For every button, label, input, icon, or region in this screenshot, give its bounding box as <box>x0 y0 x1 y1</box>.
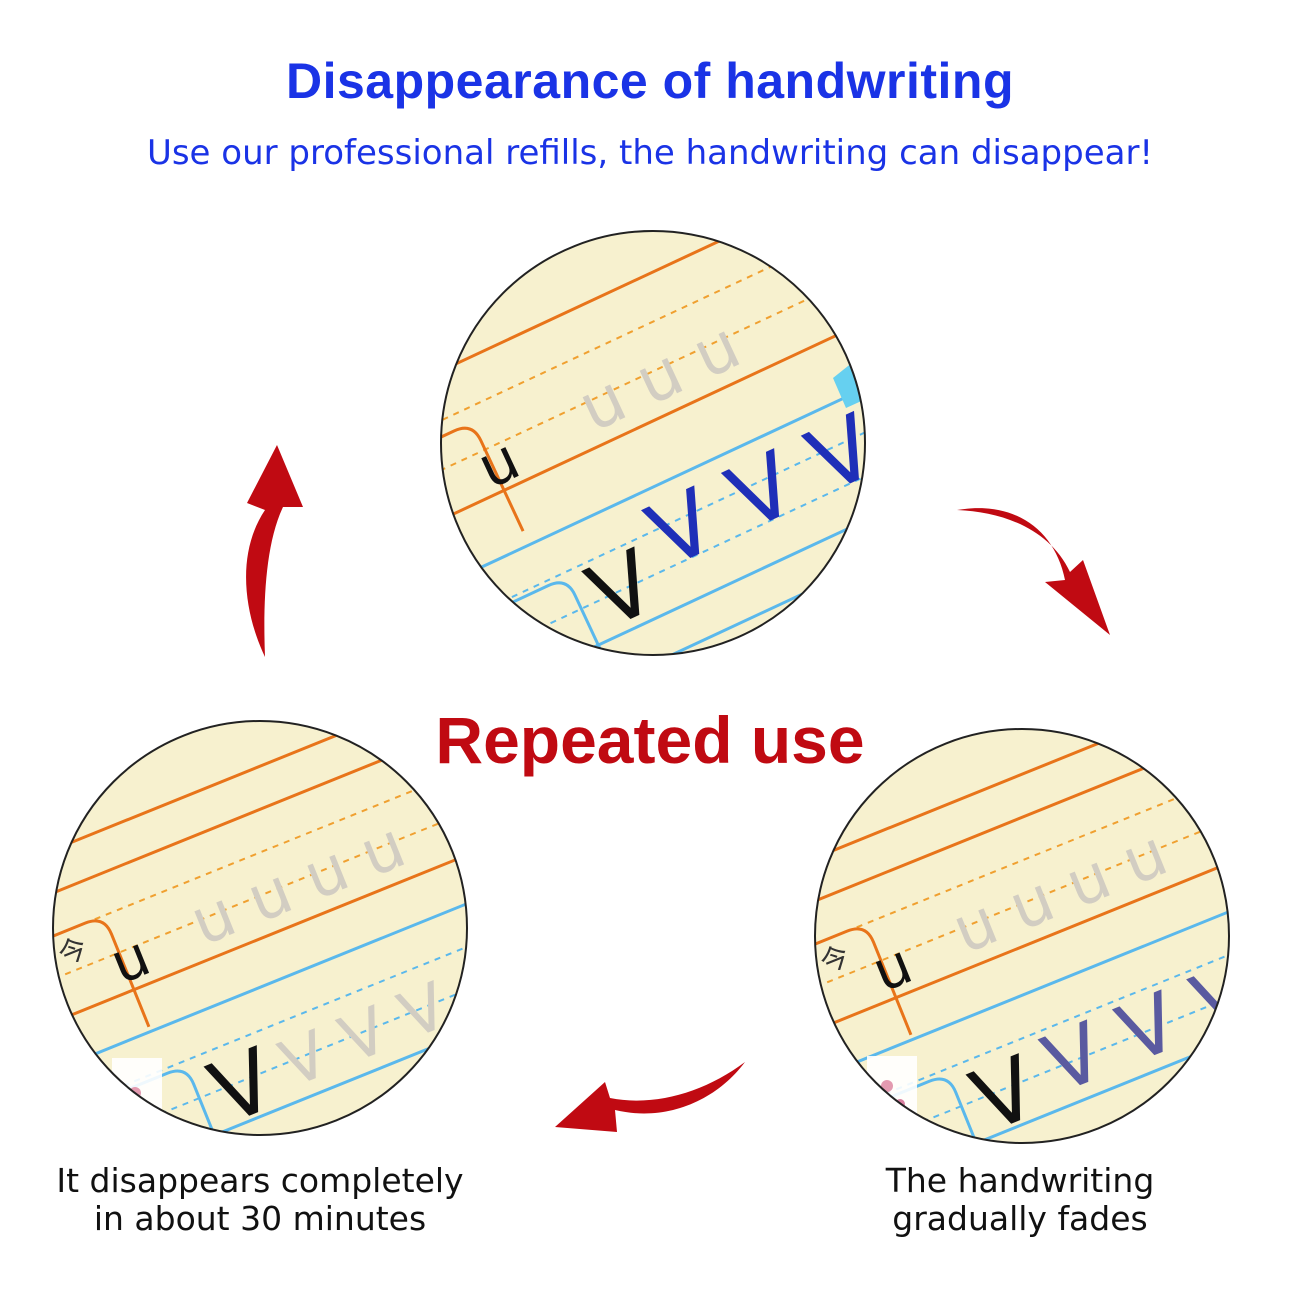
caption-disappears: It disappears completely in about 30 min… <box>20 1162 500 1238</box>
repeated-use-label: Repeated use <box>435 703 865 777</box>
page-title: Disappearance of handwriting <box>285 53 1014 109</box>
caption-left-line2: in about 30 minutes <box>93 1199 427 1238</box>
caption-right-line1: The handwriting <box>885 1161 1155 1200</box>
circle-disappeared: u u u u V V V u V 今 <box>52 720 468 1136</box>
caption-left-line1: It disappears completely <box>56 1161 464 1200</box>
arrow-down-right-icon <box>957 508 1110 635</box>
arrow-left-icon <box>555 1062 745 1132</box>
circle-fading: u u u u V V V u V 今 <box>814 728 1230 1144</box>
circle-fresh-writing: u u u u V V V V <box>440 230 866 656</box>
arrow-up-left-icon <box>246 445 303 657</box>
caption-fades: The handwriting gradually fades <box>840 1162 1200 1238</box>
red-guide-lines <box>441 231 865 655</box>
caption-right-line2: gradually fades <box>892 1199 1148 1238</box>
page-subtitle: Use our professional refills, the handwr… <box>146 133 1154 173</box>
